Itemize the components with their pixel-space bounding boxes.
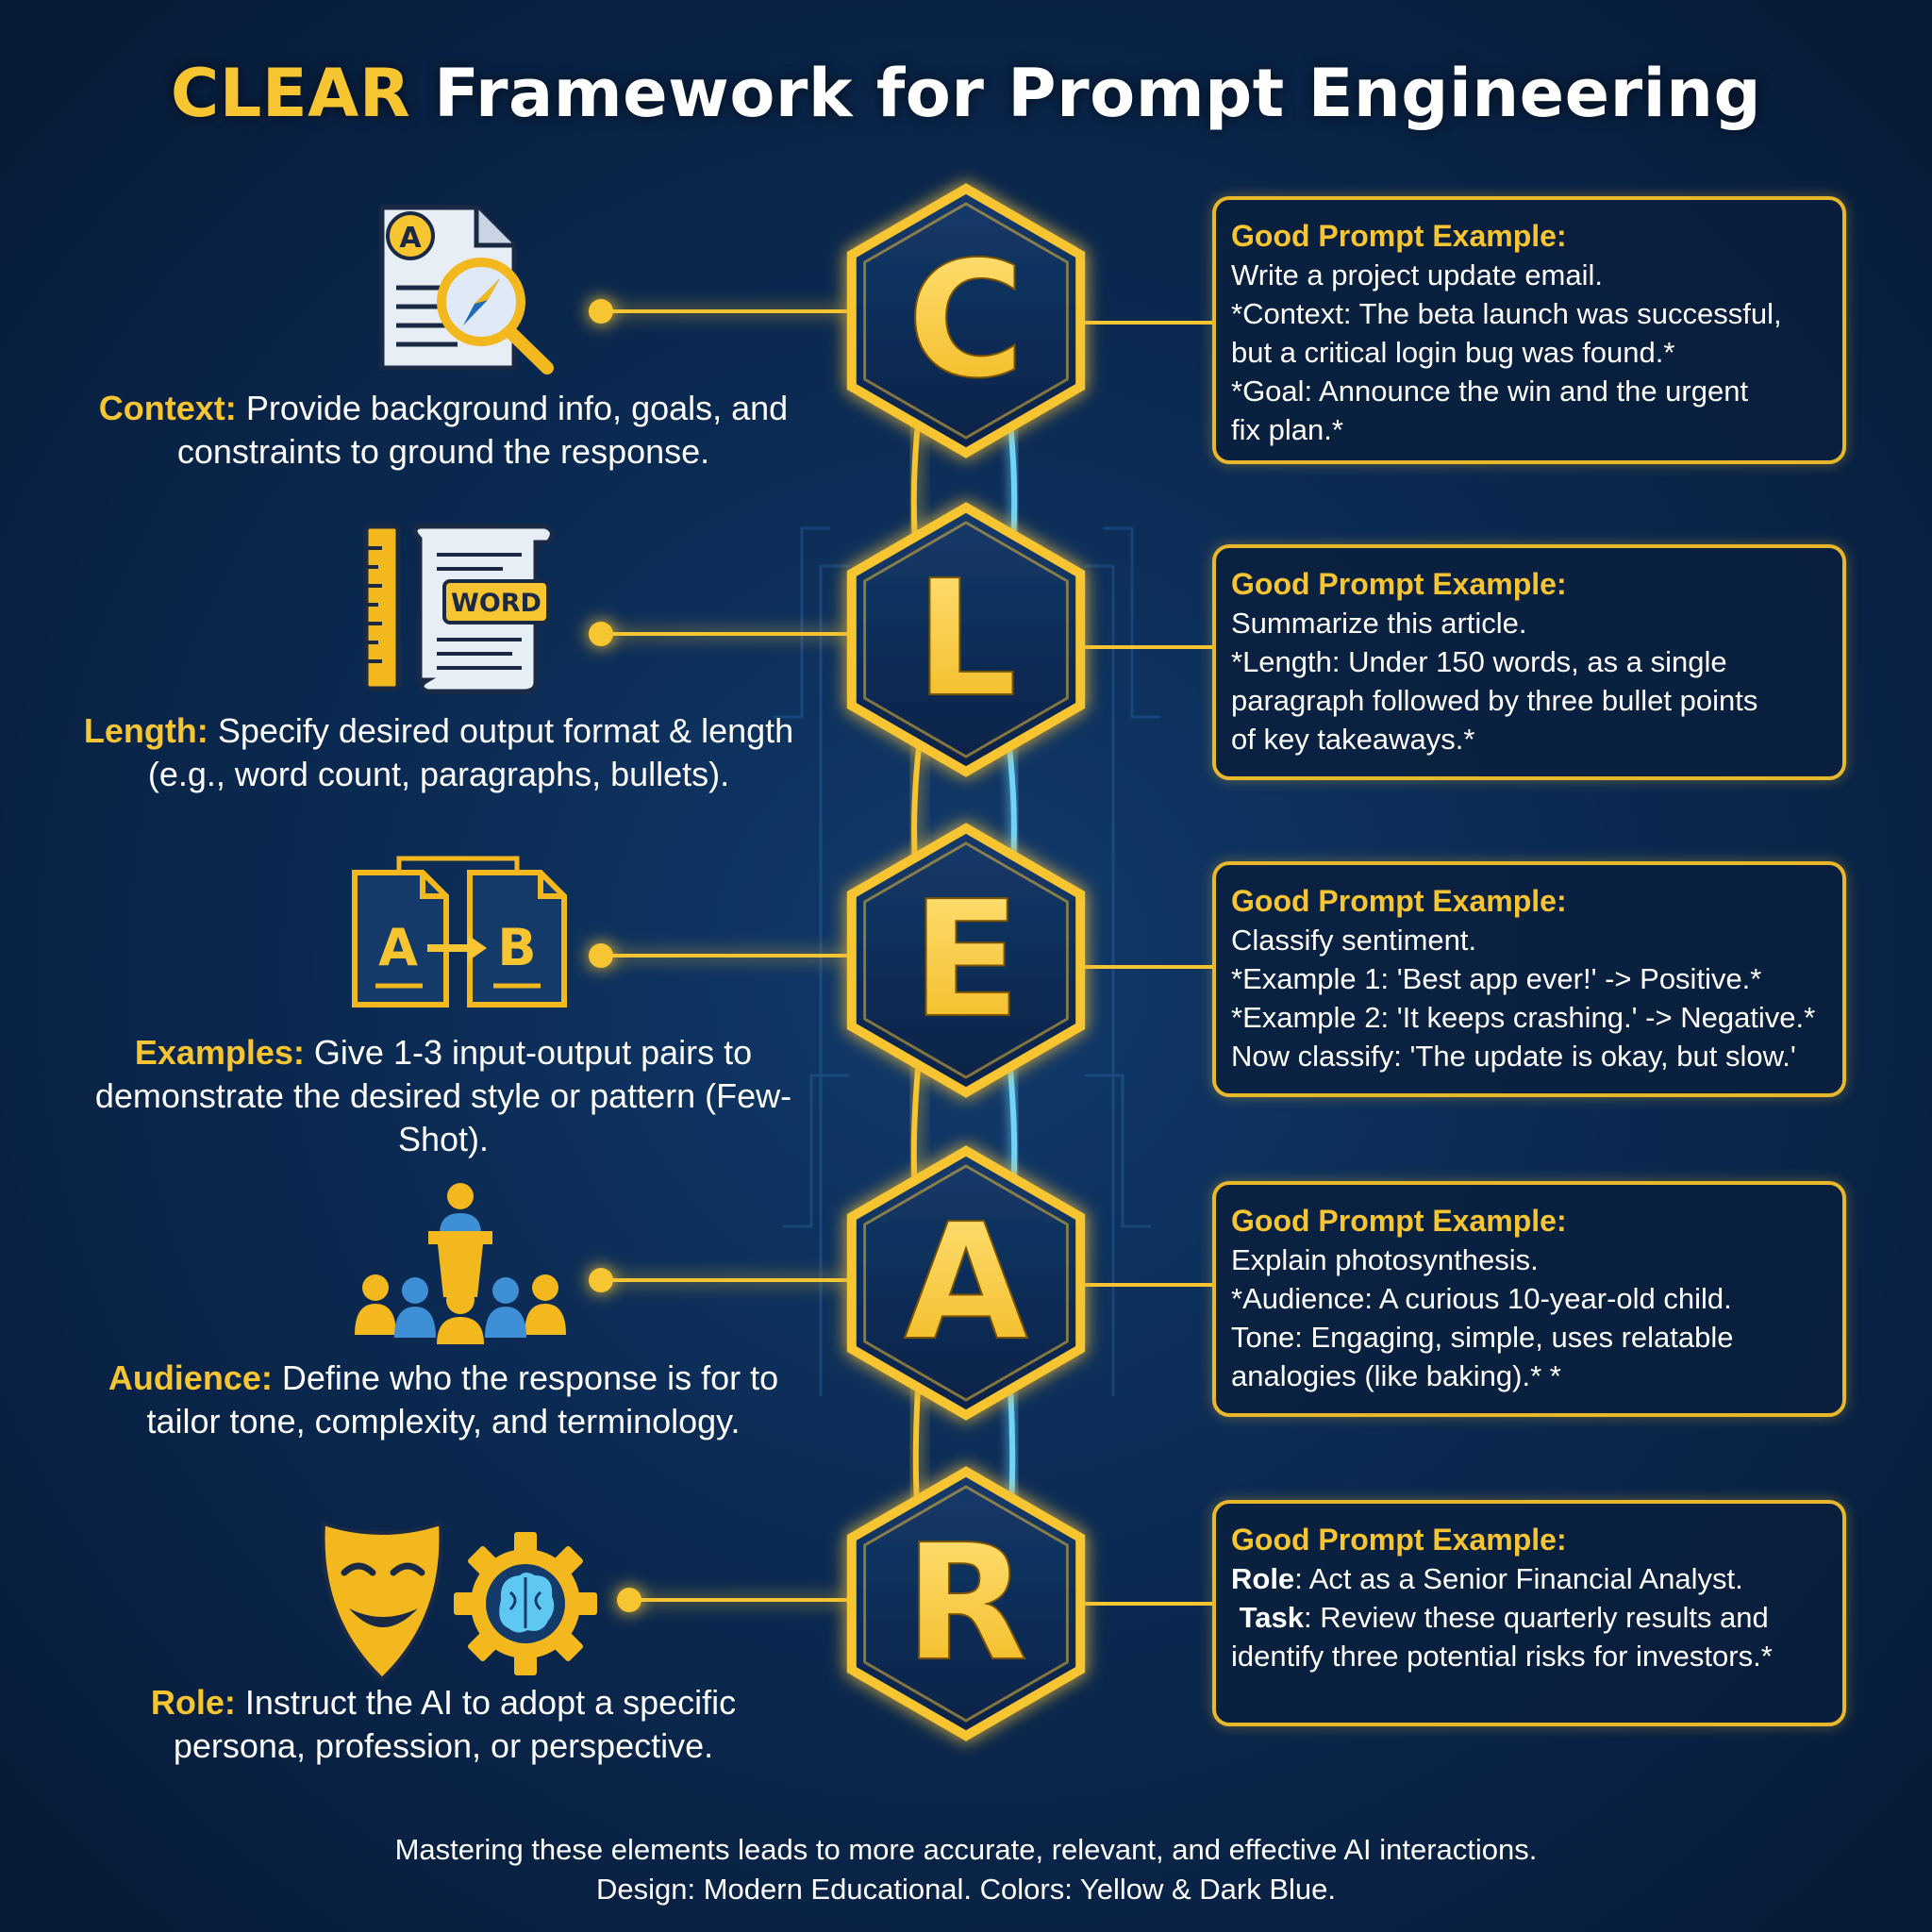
page-title: CLEAR Framework for Prompt Engineering xyxy=(0,55,1932,132)
example-line: *Example 1: 'Best app ever!' -> Positive… xyxy=(1231,962,1762,995)
examples-text: Give 1-3 input-output pairs to demonstra… xyxy=(94,1033,792,1158)
context-text: Provide background info, goals, and cons… xyxy=(176,389,789,471)
hexagon-letter-e: E xyxy=(911,867,1021,1054)
title-accent: CLEAR xyxy=(170,55,411,132)
example-line: of key takeaways.* xyxy=(1231,723,1475,756)
role-line-text: : Act as a Senior Financial Analyst. xyxy=(1294,1562,1743,1595)
example-line: Role: Act as a Senior Financial Analyst. xyxy=(1231,1559,1842,1598)
hexagon-inner-r xyxy=(863,1485,1069,1723)
role-description: Role: Instruct the AI to adopt a specifi… xyxy=(85,1681,802,1768)
example-line: but a critical login bug was found.* xyxy=(1231,336,1675,369)
context-description: Context: Provide background info, goals,… xyxy=(85,387,802,474)
hexagon-inner-a xyxy=(863,1164,1069,1402)
title-rest: Framework for Prompt Engineering xyxy=(434,55,1762,132)
example-line: *Length: Under 150 words, as a single xyxy=(1231,645,1727,678)
length-description: Length: Specify desired output format & … xyxy=(61,709,816,796)
hexagon-l xyxy=(846,502,1086,777)
examples-example-box: Good Prompt Example: Classify sentiment.… xyxy=(1212,861,1846,1097)
example-line: analogies (like baking).* * xyxy=(1231,1359,1561,1392)
audience-term: Audience: xyxy=(108,1358,273,1397)
example-line: *Context: The beta launch was successful… xyxy=(1231,297,1782,330)
role-text: Instruct the AI to adopt a specific pers… xyxy=(173,1683,737,1765)
hexagon-inner-e xyxy=(863,841,1069,1079)
examples-term: Examples: xyxy=(134,1033,305,1072)
svg-text:A: A xyxy=(399,222,422,255)
context-term: Context: xyxy=(98,389,237,427)
length-term: Length: xyxy=(83,711,208,750)
example-line: Tone: Engaging, simple, uses relatable xyxy=(1231,1321,1734,1354)
example-line: identify three potential risks for inves… xyxy=(1231,1640,1773,1673)
icon-letter-a: A xyxy=(378,918,418,977)
task-label: Task xyxy=(1239,1601,1304,1634)
footer-line-2: Design: Modern Educational. Colors: Yell… xyxy=(595,1873,1337,1906)
example-title: Good Prompt Example: xyxy=(1231,219,1567,253)
hexagon-r xyxy=(846,1466,1086,1741)
ruler-word-scroll-icon: WORD xyxy=(361,522,559,696)
audience-text: Define who the response is for to tailor… xyxy=(146,1358,779,1441)
example-line: fix plan.* xyxy=(1231,413,1343,446)
word-icon-text: WORD xyxy=(451,589,541,618)
hexagon-letter-a: A xyxy=(904,1190,1028,1376)
example-line: Summarize this article. xyxy=(1231,607,1527,640)
speaker-audience-icon xyxy=(347,1179,574,1344)
hexagon-letter-r: R xyxy=(905,1510,1028,1697)
example-title: Good Prompt Example: xyxy=(1231,884,1567,918)
example-line: Task: Review these quarterly results and xyxy=(1231,1598,1842,1637)
example-line: Write a project update email. xyxy=(1231,258,1604,291)
hexagon-group: CLEAR xyxy=(846,183,1086,1741)
example-line: *Goal: Announce the win and the urgent xyxy=(1231,375,1749,408)
hexagon-inner-l xyxy=(863,521,1069,758)
example-title: Good Prompt Example: xyxy=(1231,1523,1567,1557)
hexagon-e xyxy=(846,823,1086,1098)
length-example-box: Good Prompt Example: Summarize this arti… xyxy=(1212,544,1846,780)
hexagon-letter-l: L xyxy=(915,546,1017,733)
footer: Mastering these elements leads to more a… xyxy=(0,1830,1932,1909)
example-title: Good Prompt Example: xyxy=(1231,567,1567,601)
length-text: Specify desired output format & length (… xyxy=(147,711,794,793)
audience-description: Audience: Define who the response is for… xyxy=(85,1357,802,1443)
example-line: paragraph followed by three bullet point… xyxy=(1231,684,1758,717)
example-line: Classify sentiment. xyxy=(1231,924,1477,957)
footer-line-1: Mastering these elements leads to more a… xyxy=(394,1833,1538,1866)
a-to-b-documents-icon: A B xyxy=(347,854,574,1014)
hexagon-inner-c xyxy=(863,202,1069,440)
example-line: *Example 2: 'It keeps crashing.' -> Nega… xyxy=(1231,1001,1816,1034)
task-line-text: : Review these quarterly results and xyxy=(1303,1601,1769,1634)
examples-description: Examples: Give 1-3 input-output pairs to… xyxy=(85,1031,802,1161)
hexagon-letter-c: C xyxy=(908,227,1025,414)
example-title: Good Prompt Example: xyxy=(1231,1204,1567,1238)
role-label: Role xyxy=(1231,1562,1295,1595)
context-example-box: Good Prompt Example: Write a project upd… xyxy=(1212,196,1846,464)
example-line: Explain photosynthesis. xyxy=(1231,1243,1539,1276)
role-example-box: Good Prompt Example: Role: Act as a Seni… xyxy=(1212,1500,1846,1726)
theater-mask-brain-gear-icon xyxy=(316,1514,599,1689)
example-line: *Audience: A curious 10-year-old child. xyxy=(1231,1282,1732,1315)
icon-letter-b: B xyxy=(497,918,536,977)
role-term: Role: xyxy=(150,1683,236,1722)
example-line: Now classify: 'The update is okay, but s… xyxy=(1231,1040,1796,1073)
audience-example-box: Good Prompt Example: Explain photosynthe… xyxy=(1212,1181,1846,1417)
hexagon-c xyxy=(846,183,1086,458)
document-magnifier-icon: A xyxy=(373,198,561,377)
hexagon-a xyxy=(846,1145,1086,1421)
